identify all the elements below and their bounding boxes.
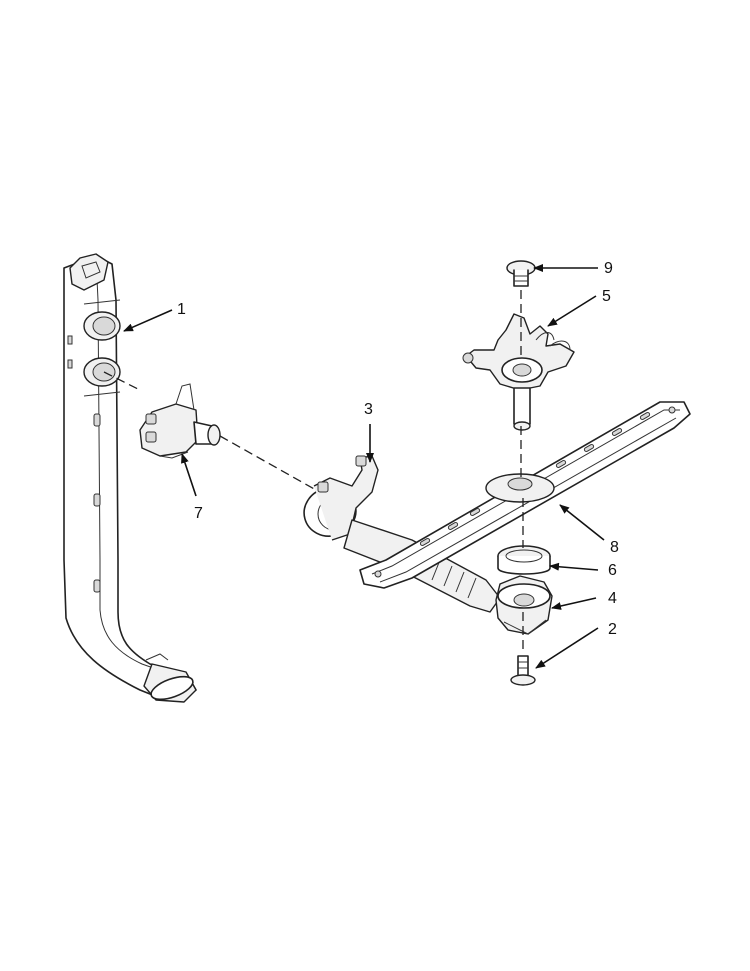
part-5-holder (462, 313, 575, 431)
callout-5: 5 (602, 288, 611, 305)
callout-4: 4 (608, 590, 617, 607)
part-3-clamp (303, 455, 379, 541)
part-8-spray-arm (343, 401, 691, 613)
part-7-inlet-fitting (139, 383, 221, 459)
callout-7: 7 (194, 505, 203, 522)
part-9-push-pin (506, 260, 536, 287)
part-2-screw (510, 655, 536, 686)
part-6-seal (497, 545, 551, 575)
callout-9: 9 (604, 260, 613, 277)
assembly-lines (103, 290, 524, 654)
part-1-supply-tube (63, 253, 197, 703)
callouts: 1 2 3 4 5 6 7 8 9 (177, 260, 619, 638)
callout-3: 3 (364, 401, 373, 418)
callout-6: 6 (608, 562, 617, 579)
callout-2: 2 (608, 621, 617, 638)
callout-1: 1 (177, 301, 186, 318)
part-4-mount (495, 575, 553, 635)
leader-lines (123, 264, 605, 669)
callout-8: 8 (610, 539, 619, 556)
